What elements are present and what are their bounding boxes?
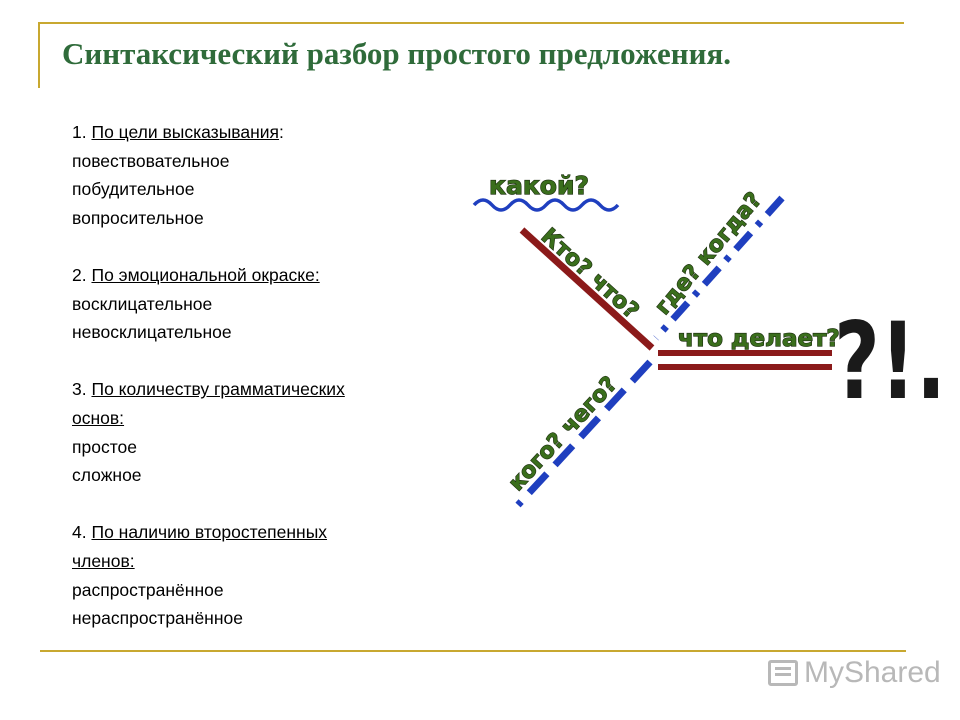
criterion-title: По количеству грамматических <box>91 379 345 400</box>
criterion-title: По наличию второстепенных <box>91 522 328 543</box>
top-rule <box>38 22 904 24</box>
predicate-label: что делает? <box>678 326 840 352</box>
attribute-wavy-line <box>472 198 620 212</box>
punctuation-mark: ?!. <box>834 300 946 423</box>
list-item: повествовательное <box>72 150 230 171</box>
criterion-title-cont: членов: <box>72 550 135 571</box>
presentation-board-icon <box>768 660 798 686</box>
watermark-logo: MyShared <box>768 656 941 690</box>
list-item: восклицательное <box>72 293 213 314</box>
criterion-heading-cont: основ: <box>72 404 482 433</box>
slide-title: Синтаксический разбор простого предложен… <box>62 36 731 71</box>
criterion-number: 4. <box>72 522 87 543</box>
list-item: сложное <box>72 465 142 486</box>
list-item: простое <box>72 436 137 457</box>
list-item: распространённое <box>72 579 224 600</box>
bottom-rule <box>40 650 906 652</box>
list-item: невосклицательное <box>72 322 232 343</box>
criterion-3: 3. По количеству грамматических основ: п… <box>72 375 482 489</box>
criterion-number: 3. <box>72 379 87 400</box>
circumstance-label: где? когда? <box>650 188 767 320</box>
criterion-heading-cont: членов: <box>72 547 482 576</box>
criterion-4: 4. По наличию второстепенных членов: рас… <box>72 518 482 632</box>
criteria-list: 1. По цели высказывания: повествовательн… <box>72 118 482 661</box>
criterion-title-cont: основ: <box>72 407 125 428</box>
criterion-heading: 1. По цели высказывания: <box>72 118 482 147</box>
subject-label: Кто? что? <box>536 224 643 324</box>
subject-line <box>519 227 655 351</box>
circumstance-line <box>653 195 785 341</box>
list-item: побудительное <box>72 179 195 200</box>
object-line <box>515 359 653 508</box>
criterion-colon: : <box>279 122 284 142</box>
top-left-accent <box>38 22 40 88</box>
criterion-2: 2. По эмоциональной окраске: восклицател… <box>72 261 482 347</box>
logo-text: MyShared <box>804 656 941 689</box>
criterion-number: 2. <box>72 264 87 285</box>
criterion-title: По цели высказывания <box>91 122 280 142</box>
criterion-number: 1. <box>72 122 87 142</box>
criterion-1: 1. По цели высказывания: повествовательн… <box>72 118 482 232</box>
object-label: кого? чего? <box>504 372 622 496</box>
criterion-title: По эмоциональной окраске: <box>91 264 320 285</box>
criterion-heading: 3. По количеству грамматических <box>72 375 482 404</box>
list-item: вопросительное <box>72 207 204 228</box>
criterion-heading: 2. По эмоциональной окраске: <box>72 261 482 290</box>
attribute-label: какой? <box>489 171 589 200</box>
list-item: нераспространённое <box>72 608 243 629</box>
criterion-heading: 4. По наличию второстепенных <box>72 518 482 547</box>
